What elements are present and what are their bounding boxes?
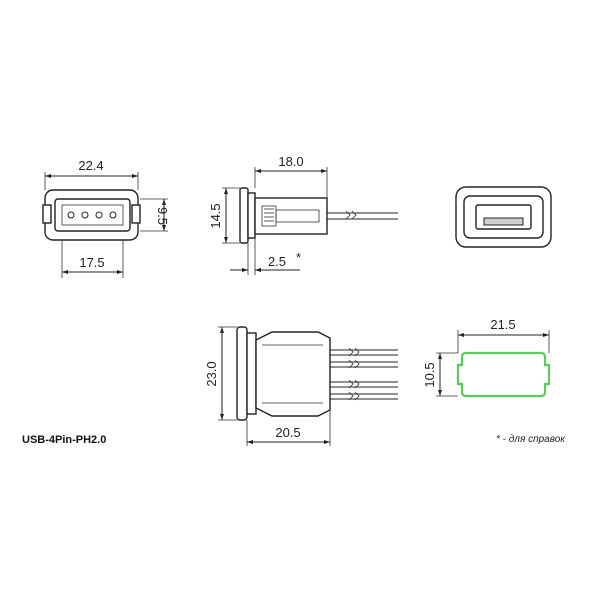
pin-1	[67, 211, 75, 219]
dim-front-height: 9.5	[155, 207, 170, 225]
front-pin-window	[61, 204, 124, 226]
dim-side-flange: 2.5	[268, 254, 286, 269]
front-plug-face	[54, 198, 131, 232]
reference-note: * - для справок	[496, 434, 566, 445]
cutout-outline	[456, 351, 551, 398]
dim-side-height: 14.5	[208, 203, 223, 228]
dim-bottom-height: 23.0	[204, 361, 219, 386]
front-tab-left	[42, 204, 52, 224]
bottom-view: 23.0 20.5	[204, 326, 398, 446]
side-plug	[275, 209, 320, 223]
side-flange	[239, 187, 249, 244]
front-view: 22.4 9.5 17.5	[42, 158, 170, 278]
panel-cutout-view: 21.5 10.5	[422, 317, 551, 398]
dim-side-flange-mark: *	[296, 250, 301, 265]
front-tab-right	[131, 204, 141, 224]
dim-front-width: 22.4	[78, 158, 103, 173]
side-view: 18.0 14.5 2.5 *	[208, 154, 398, 275]
dim-cutout-height: 10.5	[422, 362, 437, 387]
part-name-label: USB-4Pin-PH2.0	[22, 434, 106, 446]
socket-tongue	[483, 217, 524, 226]
pin-2	[81, 211, 89, 219]
dim-bottom-depth: 20.5	[275, 425, 300, 440]
pin-3	[95, 211, 103, 219]
side-collar	[247, 192, 256, 239]
dim-front-base: 17.5	[79, 255, 104, 270]
dim-side-length: 18.0	[278, 154, 303, 169]
dim-cutout-width: 21.5	[490, 317, 515, 332]
side-housing	[254, 197, 328, 235]
bottom-flange	[236, 326, 248, 421]
bottom-collar	[246, 332, 257, 415]
pin-4	[109, 211, 117, 219]
socket-face-view	[455, 186, 552, 248]
